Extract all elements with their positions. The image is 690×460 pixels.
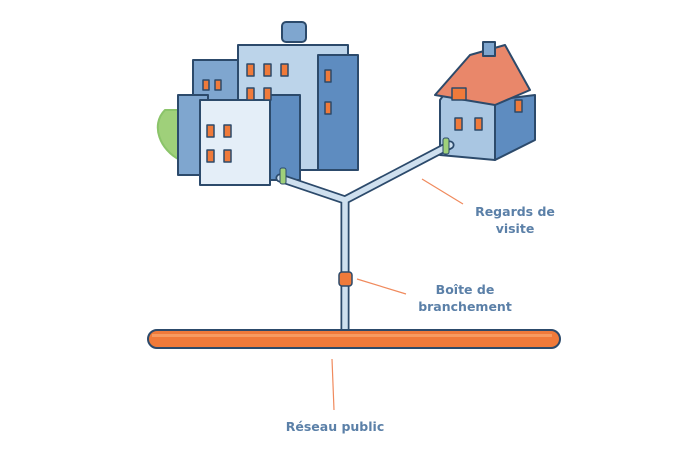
- label-line: branchement: [418, 299, 512, 314]
- leader-boite: [356, 278, 407, 295]
- label-line: visite: [495, 221, 535, 236]
- leader-lines: [331, 178, 464, 411]
- inspection-manhole-right: [442, 137, 450, 155]
- label-reseau-public: Réseau public: [285, 419, 385, 434]
- label-line: Boîte de: [435, 282, 495, 297]
- label-regards-de-visite: Regards de visite: [470, 203, 560, 237]
- leader-regards: [421, 178, 464, 205]
- house-illustration: [434, 41, 536, 161]
- inspection-manhole-left: [279, 167, 287, 185]
- public-sewer-pipe: [147, 329, 561, 349]
- label-line: Regards de: [475, 204, 555, 219]
- apartment-building-illustration: [156, 21, 359, 186]
- leader-reseau: [331, 358, 335, 411]
- private-pipes: [275, 140, 455, 335]
- pipe-highlight: [152, 334, 552, 337]
- connection-box: [338, 271, 353, 287]
- label-boite-de-branchement: Boîte de branchement: [415, 281, 515, 315]
